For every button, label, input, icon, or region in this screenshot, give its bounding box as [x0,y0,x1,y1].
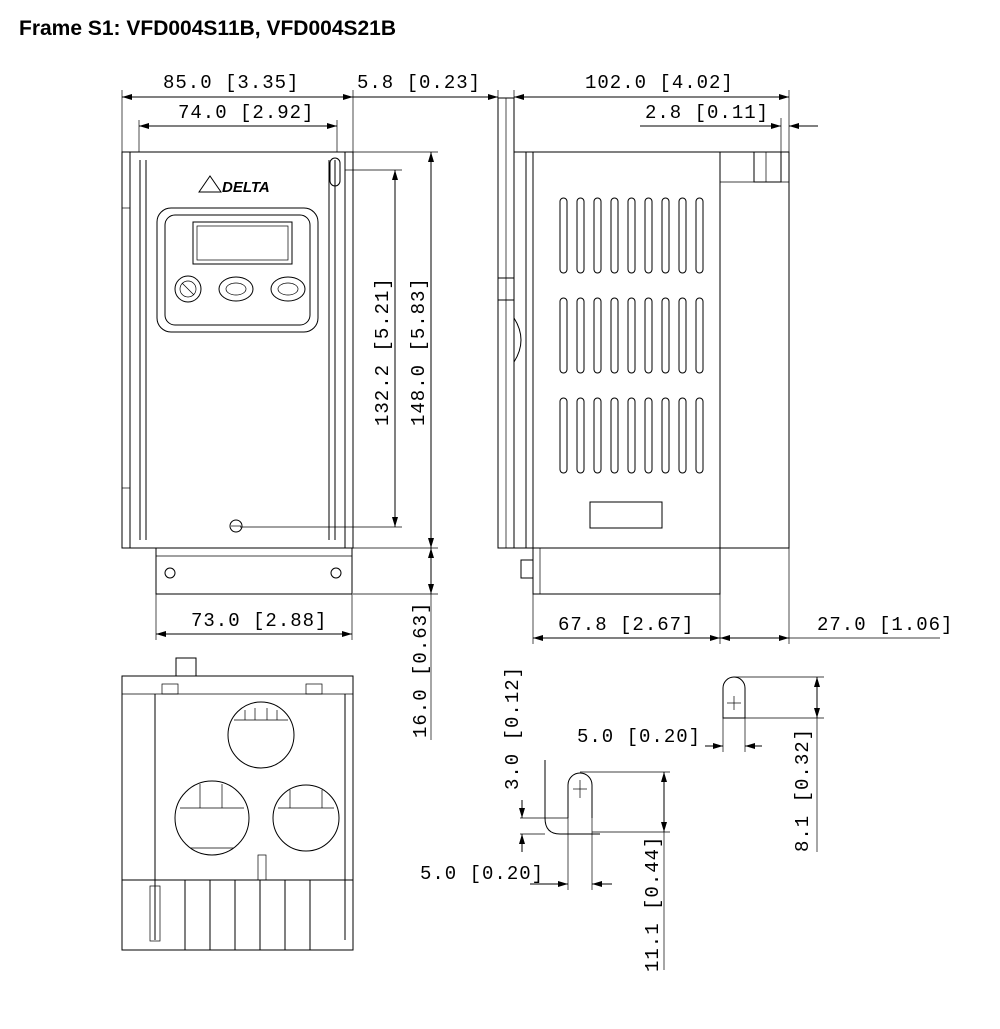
slot-detail-bottom: 11.1 [0.44] 3.0 [0.12] 5.0 [0.20] [420,666,670,972]
vent-slots [559,197,704,474]
svg-text:DELTA: DELTA [222,179,270,196]
side-label-plate [589,501,663,529]
dim-side-knob: 2.8 [0.11] [645,102,769,124]
dim-slot-height-top: 8.1 [0.32] [792,728,814,852]
dim-gap: 5.8 [0.23] [357,72,481,94]
stop-key [270,276,306,302]
keypad-panel [156,207,319,333]
dim-mount-hole-pitch: 132.2 [5.21] [372,277,394,426]
dim-front-width-overall: 85.0 [3.35] [163,72,299,94]
dim-slot-width-bottom: 5.0 [0.20] [420,863,544,885]
dim-slot-offset: 3.0 [0.12] [502,666,524,790]
slot-detail-top: 8.1 [0.32] 5.0 [0.20] [577,676,824,852]
conduit-hole-right [272,784,340,852]
dim-side-depth-heatsink: 27.0 [1.06] [817,614,953,636]
conduit-hole-left [174,780,250,856]
mounting-bracket [155,547,353,595]
dim-slot-width-top: 5.0 [0.20] [577,726,701,748]
dim-bracket-height: 16.0 [0.63] [410,602,432,738]
dim-side-depth-overall: 102.0 [4.02] [585,72,734,94]
dim-front-width-inner: 74.0 [2.92] [178,102,314,124]
bottom-view [121,657,354,951]
drawing-title: Frame S1: VFD004S11B, VFD004S21B [19,17,397,40]
dim-height-overall: 148.0 [5.83] [408,277,430,426]
delta-logo: DELTA [198,175,270,196]
potentiometer-knob [174,275,202,303]
dim-bracket-width: 73.0 [2.88] [191,610,327,632]
side-view [497,97,790,595]
dim-slot-height-bottom: 11.1 [0.44] [642,836,664,972]
front-view: DELTA [121,151,354,595]
run-key [218,276,254,302]
dim-side-depth-body: 67.8 [2.67] [558,614,694,636]
conduit-hole-top [227,701,295,769]
